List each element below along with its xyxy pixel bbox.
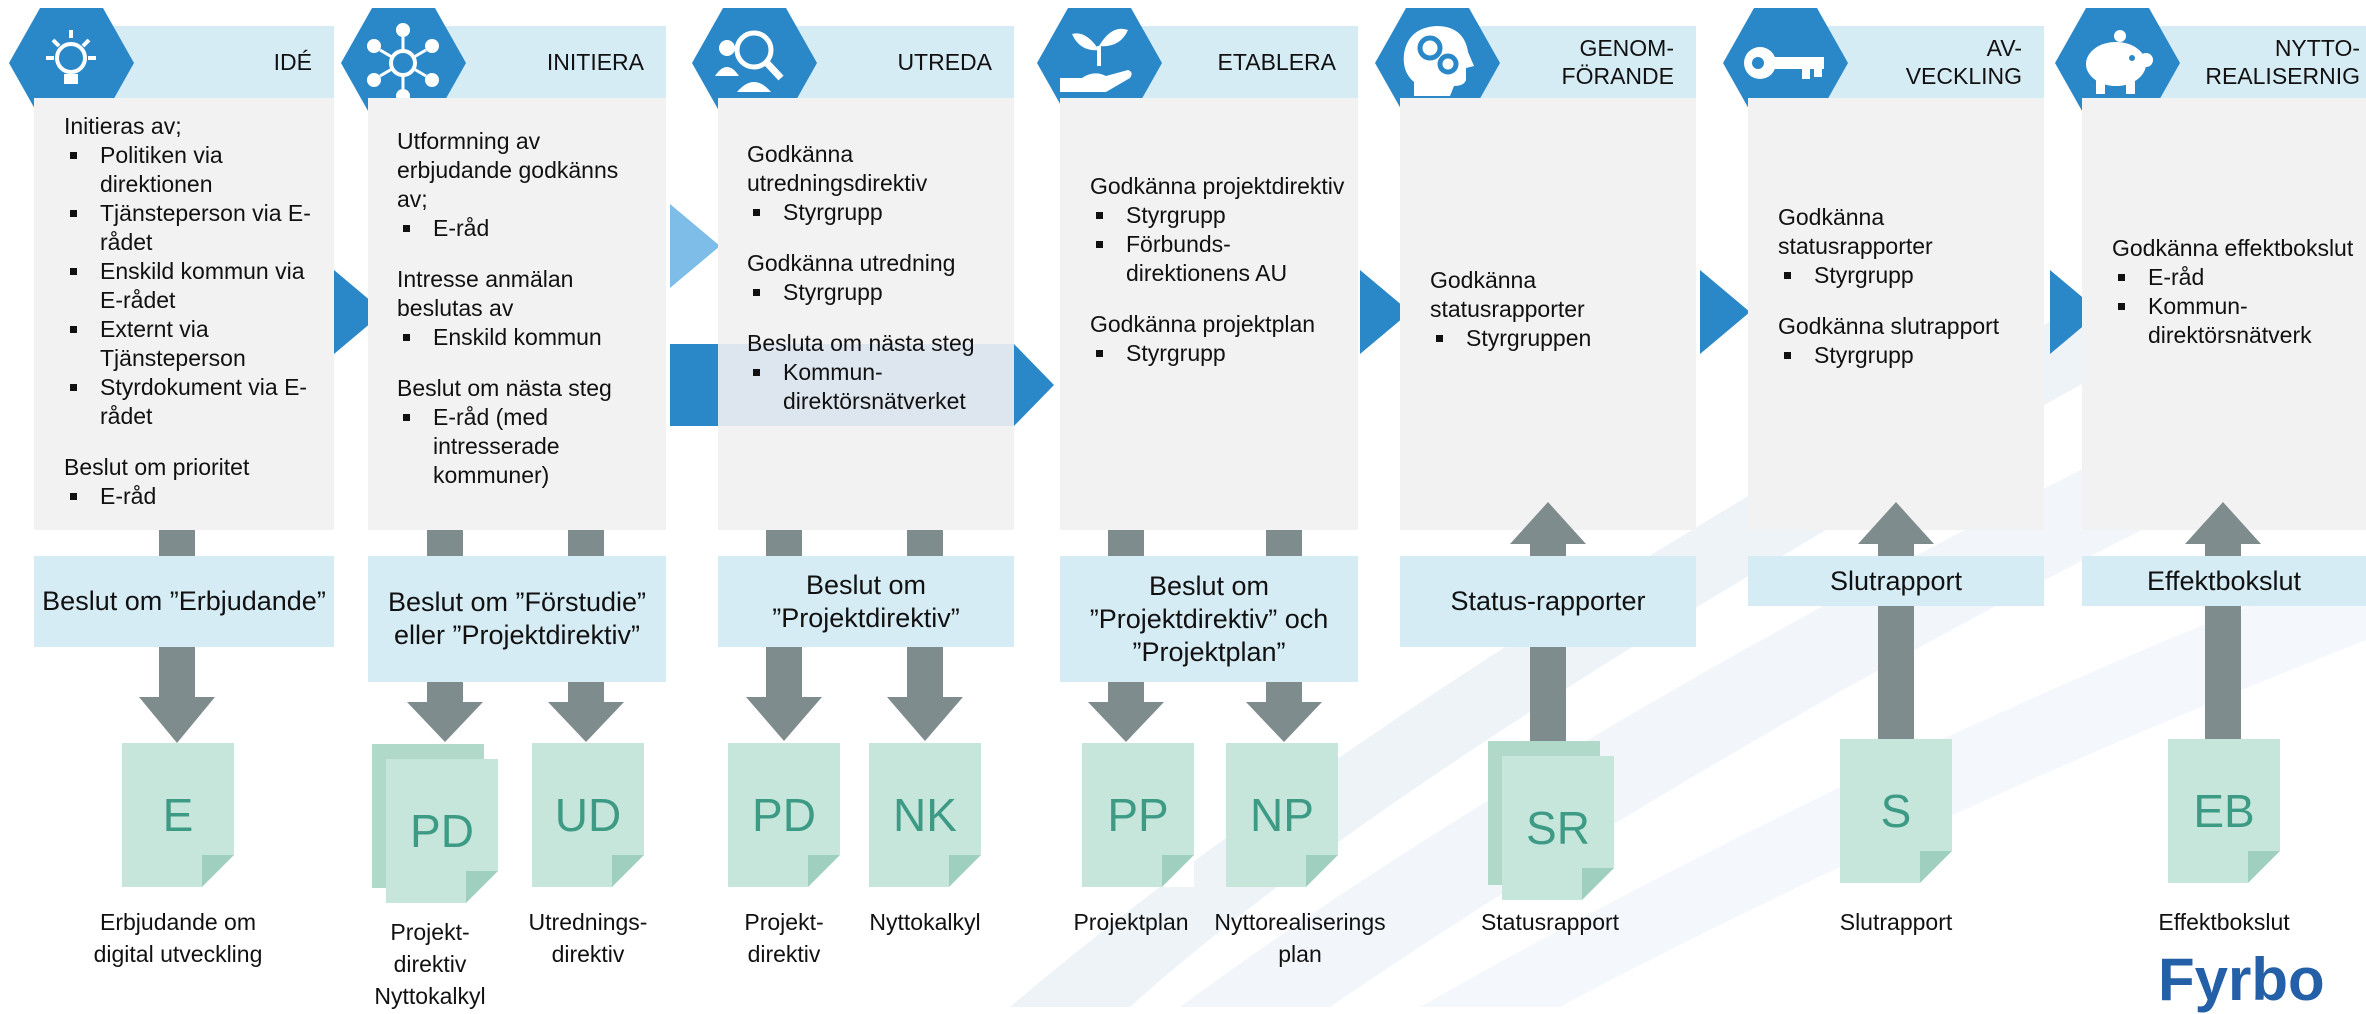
- phase-title: INITIERA: [546, 49, 644, 75]
- phase-body-text: Godkänna utredningsdirektiv Styrgrupp Go…: [747, 140, 1009, 416]
- document-caption: Nyttokalkyl: [869, 909, 981, 935]
- down-arrow: [887, 647, 963, 741]
- document-caption: Projektplan: [1073, 909, 1189, 935]
- connector: [1266, 530, 1302, 556]
- connector: [907, 530, 943, 556]
- down-arrow: [407, 682, 483, 742]
- highlight-row: [718, 344, 1014, 426]
- document-caption: Projekt-direktiv Nyttokalkyl: [374, 919, 486, 1009]
- phase-title: NYTTO-REALISERNIG: [2205, 35, 2360, 89]
- decision-box: Beslut om ”Erbjudande”: [34, 556, 334, 647]
- piggy-bank-icon: [2055, 8, 2180, 118]
- phase-avveckling: AV-VECKLING Godkänna statusrapporter Sty…: [1700, 0, 2044, 1007]
- phase-ide: IDÉ Initieras av; Politiken via direktio…: [0, 0, 340, 1007]
- document-caption: Statusrapport: [1480, 909, 1620, 935]
- flow-chevron-light: [670, 204, 720, 288]
- people-search-icon: [692, 8, 817, 118]
- document-icon: NK: [869, 743, 981, 887]
- down-arrow: [1246, 682, 1322, 742]
- phase-body: [1748, 98, 2044, 530]
- flow-chevron: [2050, 270, 2100, 354]
- down-arrow: [746, 647, 822, 741]
- flow-chevron: [1360, 270, 1410, 354]
- document-caption: Nyttorealiserings plan: [1214, 909, 1386, 967]
- document-caption: Projekt-direktiv: [744, 909, 824, 967]
- document-icon: S: [1840, 739, 1952, 883]
- key-icon: [1723, 8, 1848, 118]
- phase-body-text: Godkänna statusrapporter Styrgruppen: [1430, 266, 1692, 353]
- highlight-marker: [670, 344, 718, 426]
- phase-utreda: UTREDA Godkänna utredningsdirektiv Styrg…: [670, 0, 1020, 1007]
- flow-chevron: [1014, 344, 1054, 426]
- phase-title: IDÉ: [273, 49, 312, 75]
- phase-body-text: Initieras av; Politiken via direktionen …: [64, 112, 326, 511]
- lightbulb-icon: [9, 8, 134, 118]
- document-caption: Erbjudande om digital utveckling: [93, 909, 263, 967]
- decision-box: Status-rapporter: [1400, 556, 1696, 647]
- decision-box: Slutrapport: [1748, 556, 2044, 606]
- phase-body: [2082, 98, 2366, 530]
- document-icon: PD: [728, 743, 840, 887]
- connector: [1878, 606, 1914, 739]
- phase-body-text: Utformning av erbjudande godkänns av; E-…: [397, 127, 647, 490]
- connector: [1108, 530, 1144, 556]
- document-icon: PP: [1082, 743, 1194, 887]
- connector: [159, 530, 195, 556]
- document-caption: Effektbokslut: [2158, 909, 2290, 935]
- document-icon: SR: [1502, 756, 1614, 900]
- connector: [568, 530, 604, 556]
- document-caption: Slutrapport: [1839, 909, 1953, 935]
- up-arrow: [1510, 502, 1586, 556]
- phase-body-text: Godkänna statusrapporter Styrgrupp Godkä…: [1778, 203, 2040, 370]
- connector: [766, 530, 802, 556]
- network-icon: [341, 8, 466, 118]
- down-arrow: [139, 647, 215, 743]
- phase-initiera: INITIERA Utformning av erbjudande godkän…: [340, 0, 670, 1009]
- phase-etablera: ETABLERA Godkänna projektdirektiv Styrgr…: [1020, 0, 1386, 1007]
- up-arrow: [2185, 502, 2261, 556]
- up-arrow: [1858, 502, 1934, 556]
- logo: Fyrbo: [2158, 946, 2325, 1013]
- decision-box: Beslut om ”Projektdirektiv” och ”Projekt…: [1060, 556, 1358, 682]
- decision-box: Beslut om ”Förstudie” eller ”Projektdire…: [368, 556, 666, 682]
- document-icon: UD: [532, 743, 644, 887]
- hand-plant-icon: [1037, 8, 1162, 118]
- down-arrow: [1088, 682, 1164, 742]
- phase-body: [1400, 98, 1696, 530]
- document-icon: EB: [2168, 739, 2280, 883]
- phase-title: GENOM-FÖRANDE: [1561, 35, 1674, 89]
- connector: [1530, 647, 1566, 743]
- phase-title: AV-VECKLING: [1905, 35, 2023, 89]
- phase-nyttorealisering: NYTTO-REALISERNIG Godkänna effektbokslut…: [2040, 0, 2366, 1007]
- phase-body: [718, 98, 1014, 530]
- decision-box: Beslut om ”Projektdirektiv”: [718, 556, 1014, 647]
- flow-chevron: [334, 270, 384, 354]
- phase-body: [1060, 98, 1358, 530]
- phase-title: UTREDA: [897, 49, 992, 75]
- document-icon: E: [122, 743, 234, 887]
- decision-box: Effektbokslut: [2082, 556, 2366, 606]
- connector: [427, 530, 463, 556]
- phase-body: [368, 98, 666, 530]
- phase-genomforande: GENOM-FÖRANDE Godkänna statusrapporter S…: [1360, 0, 1700, 1007]
- document-icon: PD: [386, 759, 498, 903]
- down-arrow: [548, 682, 624, 742]
- head-gears-icon: [1375, 8, 1500, 118]
- phase-title: ETABLERA: [1217, 49, 1336, 75]
- connector: [2205, 606, 2241, 739]
- document-icon: NP: [1226, 743, 1338, 887]
- flow-chevron: [1700, 270, 1750, 354]
- phase-body: [34, 98, 334, 530]
- document-caption: Utrednings-direktiv: [528, 909, 648, 967]
